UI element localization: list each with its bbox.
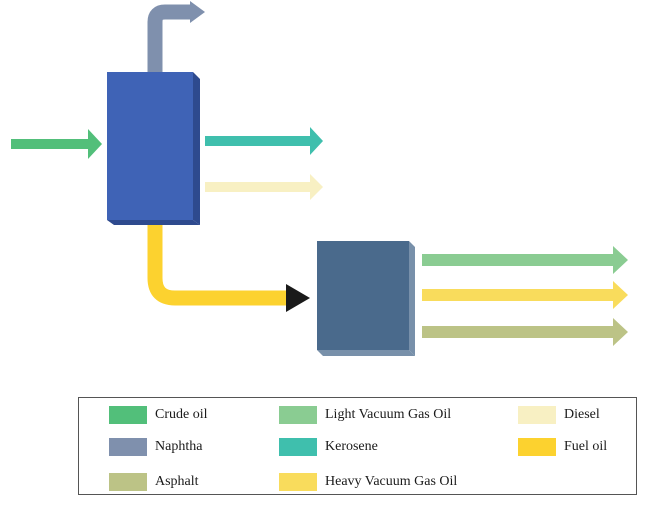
asphalt-output-arrow bbox=[422, 318, 628, 346]
legend-label: Naphtha bbox=[155, 439, 203, 454]
distillation-column-1 bbox=[107, 72, 200, 225]
legend-swatch bbox=[109, 438, 147, 456]
legend-label: Asphalt bbox=[155, 474, 199, 489]
fuel-oil-stream bbox=[147, 220, 310, 312]
diesel-output-arrow bbox=[205, 174, 323, 200]
naphtha-stream bbox=[147, 1, 205, 75]
legend-item-crude-oil: Crude oil bbox=[109, 406, 208, 424]
legend-label: Crude oil bbox=[155, 407, 208, 422]
legend-swatch bbox=[279, 473, 317, 491]
legend-swatch bbox=[518, 438, 556, 456]
legend-item-light-vacuum-gas-oil: Light Vacuum Gas Oil bbox=[279, 406, 451, 424]
legend-item-naphtha: Naphtha bbox=[109, 438, 202, 456]
legend-swatch bbox=[109, 406, 147, 424]
distillation-column-2 bbox=[317, 241, 415, 356]
legend-label: Diesel bbox=[564, 407, 600, 422]
lvgo-output-arrow bbox=[422, 246, 628, 274]
legend: Crude oil Naphtha Asphalt Light Vacuum G… bbox=[78, 397, 637, 495]
legend-swatch bbox=[109, 473, 147, 491]
legend-label: Fuel oil bbox=[564, 439, 608, 454]
legend-item-kerosene: Kerosene bbox=[279, 438, 378, 456]
legend-label: Heavy Vacuum Gas Oil bbox=[325, 474, 458, 489]
legend-label: Light Vacuum Gas Oil bbox=[325, 407, 452, 422]
legend-item-diesel: Diesel bbox=[518, 406, 600, 424]
kerosene-output-arrow bbox=[205, 127, 323, 155]
legend-swatch bbox=[518, 406, 556, 424]
legend-item-heavy-vacuum-gas-oil: Heavy Vacuum Gas Oil bbox=[279, 473, 457, 491]
legend-label: Kerosene bbox=[325, 439, 378, 454]
refinery-flow-diagram bbox=[11, 1, 628, 356]
legend-item-asphalt: Asphalt bbox=[109, 473, 199, 491]
crude-oil-input-arrow bbox=[11, 129, 102, 159]
legend-swatch bbox=[279, 406, 317, 424]
legend-swatch bbox=[279, 438, 317, 456]
legend-item-fuel-oil: Fuel oil bbox=[518, 438, 607, 456]
hvgo-output-arrow bbox=[422, 281, 628, 309]
